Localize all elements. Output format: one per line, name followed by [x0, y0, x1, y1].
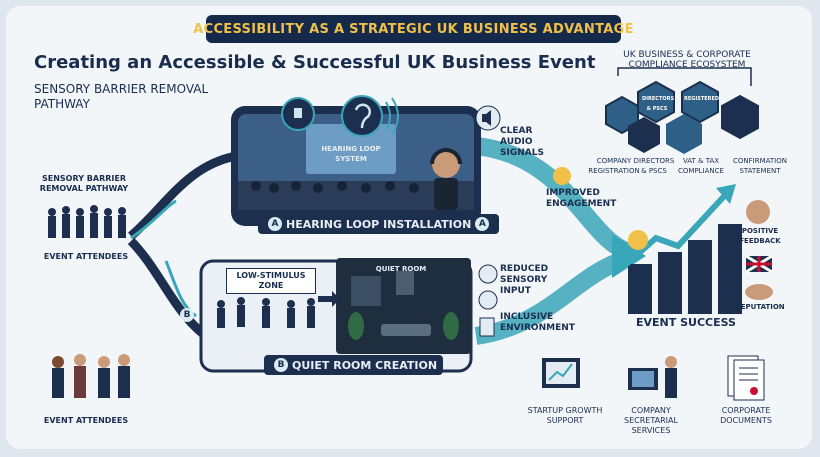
startup-growth-label: STARTUP GROWTH SUPPORT [527, 406, 603, 425]
hearing-loop-screen-text: HEARING LOOP SYSTEM [321, 145, 381, 163]
smiley-face [628, 230, 648, 250]
compliance-item-registration: COMPANY REGISTRATION [588, 157, 640, 175]
infographic-frame: ACCESSIBILITY AS A STRATEGIC UK BUSINESS… [6, 6, 812, 449]
route-b-label: B QUIET ROOM CREATION [264, 355, 444, 375]
improved-engagement-label: IMPROVED ENGAGEMENT [546, 188, 617, 209]
secretarial-services-label: COMPANY SECRETARIAL SERVICES [624, 406, 678, 435]
hex-text-registered: REGISTERED [684, 96, 720, 102]
ear-circle [341, 95, 383, 137]
speaker-head [432, 150, 460, 178]
audience-silhouettes [251, 181, 419, 193]
compliance-item-vat: VAT & TAX COMPLIANCE [678, 157, 724, 175]
event-success-label: EVENT SUCCESS [636, 316, 736, 329]
banner-title: ACCESSIBILITY AS A STRATEGIC UK BUSINESS… [193, 15, 633, 43]
positive-feedback-label: POSITIVE FEEDBACK [739, 227, 781, 245]
hex-registered [681, 80, 719, 124]
reputation-label: REPUTATION [735, 303, 785, 311]
route-b-label-text: QUIET ROOM CREATION [292, 358, 438, 372]
left-pathway-label: SENSORY BARRIER REMOVAL PATHWAY [39, 174, 129, 193]
growth-arrow [620, 189, 731, 271]
flow-arrow-lower [474, 252, 625, 345]
reduced-input-label: REDUCED SENSORY INPUT [500, 264, 549, 296]
route-b-badge: B [274, 358, 288, 372]
handshake-icon [745, 284, 773, 300]
flow-arrowhead [612, 234, 646, 278]
attendees-label-bottom: EVENT ATTENDEES [43, 416, 129, 425]
corporate-documents-label: CORPORATE DOCUMENTS [720, 406, 772, 425]
hex-directors [637, 80, 675, 124]
crowd-silhouettes [217, 297, 315, 328]
route-a-badge: A [268, 217, 282, 231]
route-a-badge-end: A [475, 217, 490, 231]
route-b-side-badge: B [180, 308, 194, 322]
clapping-hands-icon [746, 200, 770, 224]
pathway-heading: SENSORY BARRIER REMOVAL PATHWAY [34, 82, 209, 111]
low-stimulus-sign: LOW-STIMULUS ZONE [226, 268, 316, 294]
quiet-room-sign: QUIET ROOM [375, 265, 427, 273]
attendees-group-top [48, 205, 126, 238]
inclusive-environment-label: INCLUSIVE ENVIRONMENT [500, 312, 575, 333]
hex-text-directors: DIRECTORS & PSCS [642, 96, 675, 112]
page-title: Creating an Accessible & Successful UK B… [34, 52, 596, 73]
success-bar-3 [688, 240, 712, 314]
smile-icon [553, 167, 571, 185]
route-a-label-text: HEARING LOOP INSTALLATION [286, 217, 472, 231]
reduced-input-icon [478, 264, 498, 284]
flow-line-upper [128, 151, 446, 240]
compliance-item-confirmation: CONFIRMATION STATEMENT [733, 157, 787, 175]
clear-audio-label: CLEAR AUDIO SIGNALS [500, 126, 544, 158]
success-bar-1 [628, 264, 652, 314]
diagram-graphics [48, 67, 773, 401]
compliance-heading: UK BUSINESS & CORPORATE COMPLIANCE ECOSY… [623, 50, 751, 70]
compliance-item-directors: DIRECTORS & PSCS [633, 157, 675, 175]
attendees-label-top: EVENT ATTENDEES [43, 252, 129, 261]
success-bar-2 [658, 252, 682, 314]
hex-confirmation [721, 94, 759, 140]
route-a-label: A HEARING LOOP INSTALLATION A [258, 214, 500, 234]
checklist-icon [479, 317, 495, 337]
attendees-group-bottom [52, 354, 130, 398]
no-noise-icon [478, 290, 498, 310]
success-bar-4 [718, 224, 742, 314]
